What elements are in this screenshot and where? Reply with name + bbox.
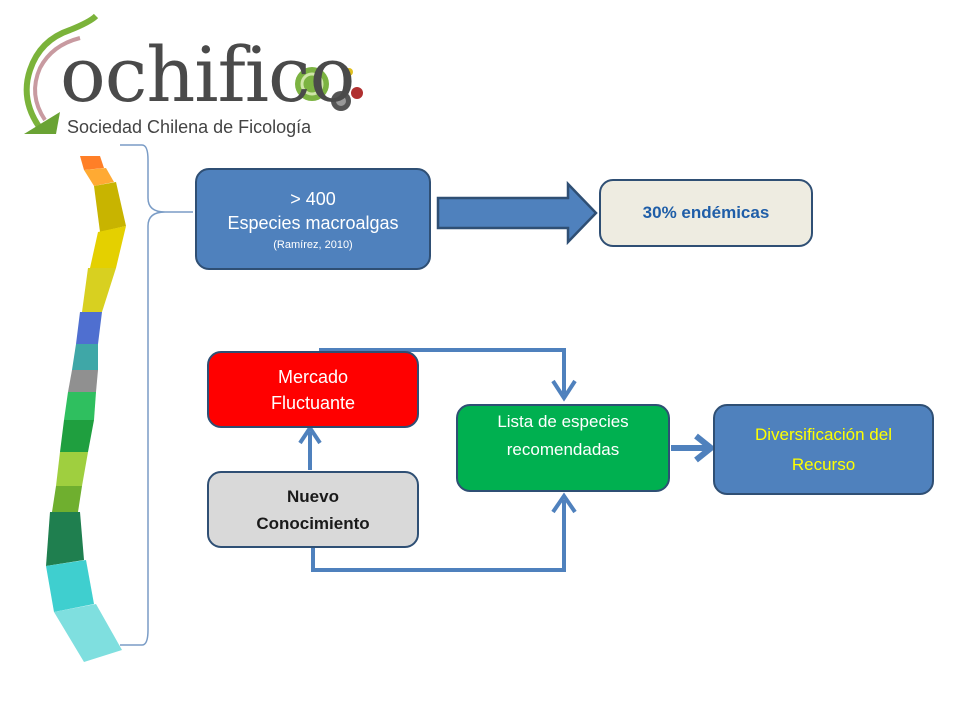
species-count-box: > 400 Especies macroalgas (Ramírez, 2010…	[195, 168, 431, 270]
knowledge-box: Nuevo Conocimiento	[207, 471, 419, 548]
connector-market-to-list	[319, 348, 566, 394]
map-region-araucania	[56, 452, 88, 486]
arrowhead-list-bottom	[551, 492, 577, 514]
market-line2: Fluctuante	[270, 392, 356, 413]
logo-wordmark: ochifico	[60, 30, 355, 119]
logo-subtitle: Sociedad Chilena de Ficología	[67, 117, 312, 137]
map-region-coquimbo	[82, 268, 116, 312]
map-region-maule	[64, 392, 96, 420]
market-line1: Mercado	[277, 366, 349, 387]
map-region-los-lagos	[46, 512, 84, 566]
arrowhead-market-bottom	[298, 424, 322, 445]
map-region-ohiggins	[68, 370, 98, 392]
map-region-antofagasta	[94, 182, 126, 232]
species-label: Especies macroalgas	[227, 213, 399, 233]
map-region-santiago	[72, 344, 98, 370]
brace-connector	[120, 144, 193, 646]
species-list-line2: recomendadas	[506, 440, 620, 459]
diversification-line2: Recurso	[791, 454, 856, 474]
endemic-box: 30% endémicas	[599, 179, 813, 247]
species-list-box: Lista de especies recomendadas	[456, 404, 670, 492]
logo-mark	[23, 13, 363, 134]
endemic-label: 30% endémicas	[642, 203, 770, 222]
map-region-los-rios	[52, 486, 82, 512]
block-arrow	[436, 180, 598, 246]
diversification-line1: Diversificación del	[755, 424, 892, 444]
diversification-box: Diversificación del Recurso	[713, 404, 934, 495]
arrowhead-list-top	[551, 379, 577, 402]
knowledge-line1: Nuevo	[287, 486, 339, 506]
chile-map	[46, 156, 126, 662]
map-region-atacama	[90, 226, 126, 268]
connector-knowledge-to-list	[311, 500, 566, 572]
species-count: > 400	[290, 189, 336, 209]
map-region-biobio	[60, 420, 94, 452]
map-region-arica	[80, 156, 104, 170]
market-box: Mercado Fluctuante	[207, 351, 419, 428]
map-region-tarapaca	[84, 168, 114, 186]
map-region-aysen	[46, 560, 94, 612]
species-list-line1: Lista de especies	[497, 412, 629, 431]
map-region-valparaiso	[76, 312, 102, 344]
knowledge-line2: Conocimiento	[256, 513, 370, 533]
map-region-magallanes	[54, 604, 122, 662]
species-citation: (Ramírez, 2010)	[273, 239, 353, 251]
arrowhead-diversification	[694, 433, 716, 463]
